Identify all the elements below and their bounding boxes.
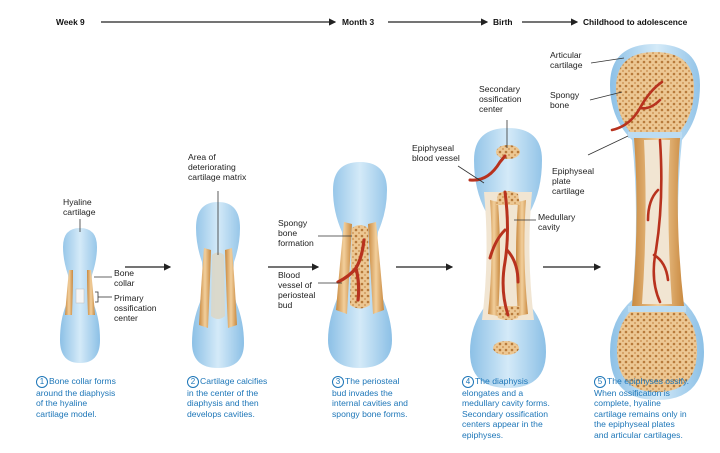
stage-5-bone-model <box>610 44 704 400</box>
stage-4-bone-model <box>468 128 546 388</box>
step-1-text: Bone collar forms around the diaphysis o… <box>36 376 116 419</box>
label-articular-cartilage: Articular cartilage <box>550 50 583 70</box>
label-secondary-ossification-center: Secondary ossification center <box>479 84 522 114</box>
blood-vessels-adult <box>610 80 670 304</box>
label-medullary-cavity: Medullary cavity <box>538 212 576 232</box>
stage-3-bone-model <box>328 162 392 368</box>
primary-ossification-center <box>75 288 85 304</box>
step-5-text: The epiphyses ossify. When ossification … <box>594 376 689 440</box>
label-blood-vessel-periosteal-bud: Blood vessel of periosteal bud <box>278 270 316 310</box>
spongy-bone-epiphysis-top <box>616 52 694 132</box>
label-epiphyseal-blood-vessel: Epiphyseal blood vessel <box>412 143 460 163</box>
step-4-number: 4 <box>462 376 474 388</box>
timeline-month3: Month 3 <box>342 17 375 27</box>
label-area-deteriorating-cartilage: Area of deteriorating cartilage matrix <box>188 152 247 182</box>
step-3-text: The periosteal bud invades the internal … <box>332 376 408 419</box>
bone-collar-left <box>65 270 73 315</box>
epiphyseal-plate-bottom <box>628 306 686 312</box>
secondary-ossification-center-top <box>496 145 520 159</box>
step-2-text: Cartilage calcifies in the center of the… <box>187 376 268 419</box>
label-bone-collar: Bone collar <box>114 268 135 288</box>
epiphyseal-plate-top <box>628 132 682 138</box>
step-5-number: 5 <box>594 376 606 388</box>
label-primary-ossification-center: Primary ossification center <box>114 293 157 323</box>
secondary-ossification-center-bottom <box>493 341 519 355</box>
timeline-birth: Birth <box>493 17 513 27</box>
timeline-childhood: Childhood to adolescence <box>583 17 688 27</box>
timeline-week9: Week 9 <box>56 17 85 27</box>
spongy-bone-formation <box>350 225 370 309</box>
step-1-number: 1 <box>36 376 48 388</box>
label-spongy-bone-formation: Spongy bone formation <box>278 218 314 248</box>
periosteal-bud-blood-vessel <box>336 238 366 302</box>
bone-collar-right <box>87 270 95 315</box>
blood-vessels <box>468 154 520 317</box>
stage-1-bone-model <box>60 228 100 363</box>
label-spongy-bone: Spongy bone <box>550 90 580 110</box>
stage-2-bone-model <box>192 202 244 368</box>
step-3-number: 3 <box>332 376 344 388</box>
deteriorating-cartilage-matrix <box>211 252 225 319</box>
step-4-text: The diaphysis elongates and a medullary … <box>462 376 550 440</box>
label-hyaline-cartilage: Hyaline cartilage <box>63 197 96 217</box>
label-epiphyseal-plate-cartilage: Epiphyseal plate cartilage <box>552 166 595 196</box>
step-2-number: 2 <box>187 376 199 388</box>
leader-lines <box>79 57 629 303</box>
